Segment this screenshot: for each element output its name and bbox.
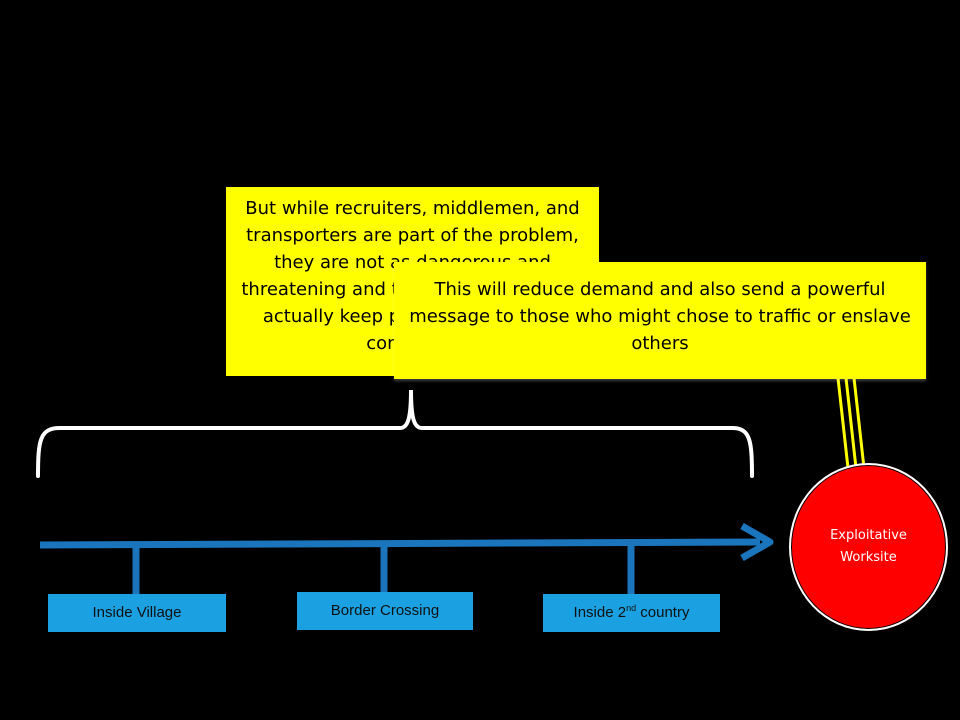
stage-inside-second-country: Inside 2nd country <box>543 594 720 632</box>
stage3-prefix: Inside 2 <box>573 604 627 621</box>
exploitative-worksite: Exploitative Worksite <box>789 463 948 631</box>
timeline-arrow <box>39 538 761 549</box>
curly-brace <box>36 389 754 478</box>
worksite-line1: Exploitative <box>830 528 907 543</box>
stage3-suffix: country <box>636 604 690 621</box>
arrowhead <box>740 522 774 562</box>
connector-lines <box>836 377 866 469</box>
stage-inside-village: Inside Village <box>48 594 226 632</box>
stage3-sup: nd <box>626 603 637 613</box>
worksite-line2: Worksite <box>840 550 897 565</box>
note-reduce-demand: This will reduce demand and also send a … <box>394 262 926 379</box>
stage-border-crossing: Border Crossing <box>297 592 473 630</box>
